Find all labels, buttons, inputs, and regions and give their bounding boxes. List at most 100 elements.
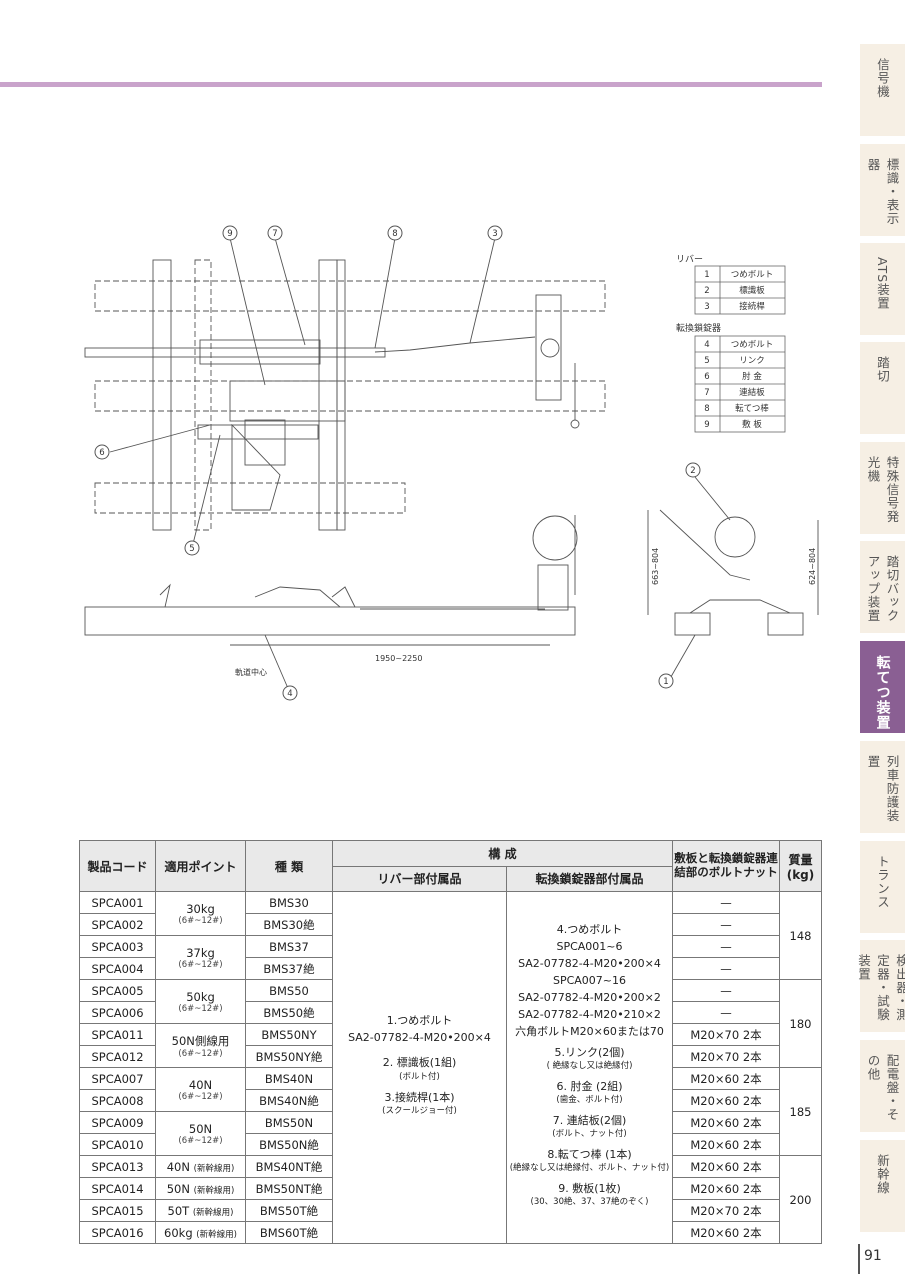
legend-title-lever: リバー bbox=[676, 254, 703, 265]
legend-name: 敷 板 bbox=[742, 419, 762, 430]
cell-code: SPCA010 bbox=[79, 1133, 156, 1156]
cell-nut: M20×60 2本 bbox=[672, 1111, 780, 1134]
cell-type: BMS37 bbox=[245, 935, 333, 958]
cell-nut: M20×60 2本 bbox=[672, 1177, 780, 1200]
cell-point: 50kg(6#~12#) bbox=[155, 979, 246, 1024]
cell-nut: — bbox=[672, 1001, 780, 1024]
cell-mass: 148 bbox=[779, 891, 822, 980]
legend-no: 7 bbox=[704, 388, 709, 398]
cell-type: BMS40N bbox=[245, 1067, 333, 1090]
callout-8: 8 bbox=[392, 229, 397, 239]
cell-code: SPCA015 bbox=[79, 1199, 156, 1222]
elevation-rails bbox=[159, 583, 356, 608]
switch-rod bbox=[84, 347, 386, 358]
side-view-sign-disc bbox=[714, 516, 756, 558]
cell-nut: — bbox=[672, 935, 780, 958]
tab-switch-device[interactable]: 転てつ装置 bbox=[860, 641, 905, 733]
header-type: 種 類 bbox=[245, 840, 333, 892]
cell-code: SPCA001 bbox=[79, 891, 156, 914]
side-view-base bbox=[689, 599, 791, 614]
header-lock-parts: 転換鎖錠器部付属品 bbox=[506, 865, 673, 892]
legend-name: つめボルト bbox=[731, 340, 774, 350]
lever-plate bbox=[535, 294, 562, 401]
tab-detector[interactable]: 検出器・測定器・試験装置 bbox=[856, 940, 905, 1032]
lock-body bbox=[244, 419, 286, 466]
cell-nut: M20×60 2本 bbox=[672, 1133, 780, 1156]
cell-type: BMS30 bbox=[245, 891, 333, 914]
tab-switchboard[interactable]: 配電盤・その他 bbox=[860, 1040, 905, 1132]
tab-transformer[interactable]: トランス bbox=[860, 841, 905, 933]
tab-ats[interactable]: ATS装置 bbox=[860, 243, 905, 335]
header-code: 製品コード bbox=[79, 840, 156, 892]
legend-name: リンク bbox=[739, 356, 765, 366]
callout-9: 9 bbox=[227, 229, 232, 239]
table-row: SPCA003 37kg(6#~12#) BMS37 — bbox=[79, 935, 822, 980]
legend-no: 6 bbox=[704, 372, 709, 382]
cell-code: SPCA016 bbox=[79, 1221, 156, 1244]
cell-nut: M20×60 2本 bbox=[672, 1067, 780, 1090]
cell-code: SPCA005 bbox=[79, 979, 156, 1002]
side-view-pad bbox=[767, 612, 804, 636]
dimension-right-label: 624~804 bbox=[808, 548, 817, 585]
table-row: SPCA005 50kg(6#~12#) BMS50 — 180 bbox=[79, 979, 822, 1068]
cell-point: 40N (新幹線用) bbox=[155, 1155, 246, 1178]
cell-point: 40N(6#~12#) bbox=[155, 1067, 246, 1112]
cell-type: BMS50NY bbox=[245, 1023, 333, 1046]
table-row: SPCA007 40N(6#~12#) BMS40N M20×60 2本 185 bbox=[79, 1067, 822, 1156]
cell-type: BMS40NT絶 bbox=[245, 1155, 333, 1178]
cell-type: BMS50絶 bbox=[245, 1001, 333, 1024]
tab-shinkansen[interactable]: 新幹線 bbox=[860, 1140, 905, 1232]
cell-code: SPCA013 bbox=[79, 1155, 156, 1178]
cell-mass: 180 bbox=[779, 979, 822, 1068]
cell-lock-parts: 4.つめボルト SPCA001~6 SA2-07782-4-M20•200×4 … bbox=[506, 891, 673, 1244]
legend-name: 肘 金 bbox=[742, 371, 762, 382]
cell-lever-parts: 1.つめボルト SA2-07782-4-M20•200×4 2. 標識板(1組)… bbox=[332, 891, 507, 1244]
table-row: SPCA004 BMS37絶 — bbox=[79, 957, 822, 980]
cell-type: BMS50NY絶 bbox=[245, 1045, 333, 1068]
legend-no: 8 bbox=[704, 404, 709, 414]
tab-crossing-backup[interactable]: 踏切バックアップ装置 bbox=[860, 541, 905, 633]
header-point: 適用ポイント bbox=[155, 840, 246, 892]
cell-nut: — bbox=[672, 957, 780, 980]
table-row: SPCA013 40N (新幹線用) BMS40NT絶 M20×60 2本 20… bbox=[79, 1155, 822, 1244]
cell-point: 50N (新幹線用) bbox=[155, 1177, 246, 1200]
legend-no: 1 bbox=[704, 270, 709, 280]
cell-point: 60kg (新幹線用) bbox=[155, 1221, 246, 1244]
legend-name: 標識板 bbox=[739, 285, 765, 296]
cell-mass: 185 bbox=[779, 1067, 822, 1156]
rail bbox=[152, 259, 172, 531]
callout-1: 1 bbox=[663, 677, 668, 687]
elevation-base bbox=[84, 606, 576, 636]
cell-type: BMS50NT絶 bbox=[245, 1177, 333, 1200]
legend-no: 3 bbox=[704, 302, 709, 312]
legend-name: 転てつ棒 bbox=[735, 403, 769, 414]
cell-nut: M20×70 2本 bbox=[672, 1045, 780, 1068]
header-lever-parts: リバー部付属品 bbox=[332, 865, 507, 892]
header-rule bbox=[0, 82, 822, 87]
table-row: SPCA014 50N (新幹線用) BMS50NT絶 M20×60 2本 bbox=[79, 1177, 822, 1200]
tab-special-signal[interactable]: 特殊信号発光機 bbox=[860, 442, 905, 534]
side-view-lever bbox=[659, 509, 751, 581]
page-number-rule bbox=[858, 1244, 860, 1274]
lock-body-lower bbox=[231, 423, 281, 511]
cell-code: SPCA006 bbox=[79, 1001, 156, 1024]
cell-nut: M20×70 2本 bbox=[672, 1023, 780, 1046]
table-row: SPCA016 60kg (新幹線用) BMS60T絶 M20×60 2本 bbox=[79, 1221, 822, 1244]
tab-crossing[interactable]: 踏切 bbox=[860, 342, 905, 434]
tab-sign-display[interactable]: 標識・表示器 bbox=[860, 144, 905, 236]
callout-5: 5 bbox=[189, 544, 194, 554]
dimension-left-label: 663~804 bbox=[651, 548, 660, 585]
tab-signal[interactable]: 信号機 bbox=[860, 44, 905, 136]
legend-no: 2 bbox=[704, 286, 709, 296]
cell-point: 50T (新幹線用) bbox=[155, 1199, 246, 1222]
cell-point: 30kg(6#~12#) bbox=[155, 891, 246, 936]
cell-code: SPCA009 bbox=[79, 1111, 156, 1134]
cell-point: 50N側線用(6#~12#) bbox=[155, 1023, 246, 1068]
tab-train-protection[interactable]: 列車防護装置 bbox=[860, 741, 905, 833]
switch-lever-drawing: 9 7 8 3 2 6 5 1 4 1950~2250 軌道中心 663~804… bbox=[84, 225, 819, 701]
cell-nut: M20×60 2本 bbox=[672, 1221, 780, 1244]
cell-nut: M20×70 2本 bbox=[672, 1199, 780, 1222]
legend-name: 接続桿 bbox=[739, 301, 765, 312]
cell-code: SPCA014 bbox=[79, 1177, 156, 1200]
cell-code: SPCA002 bbox=[79, 913, 156, 936]
